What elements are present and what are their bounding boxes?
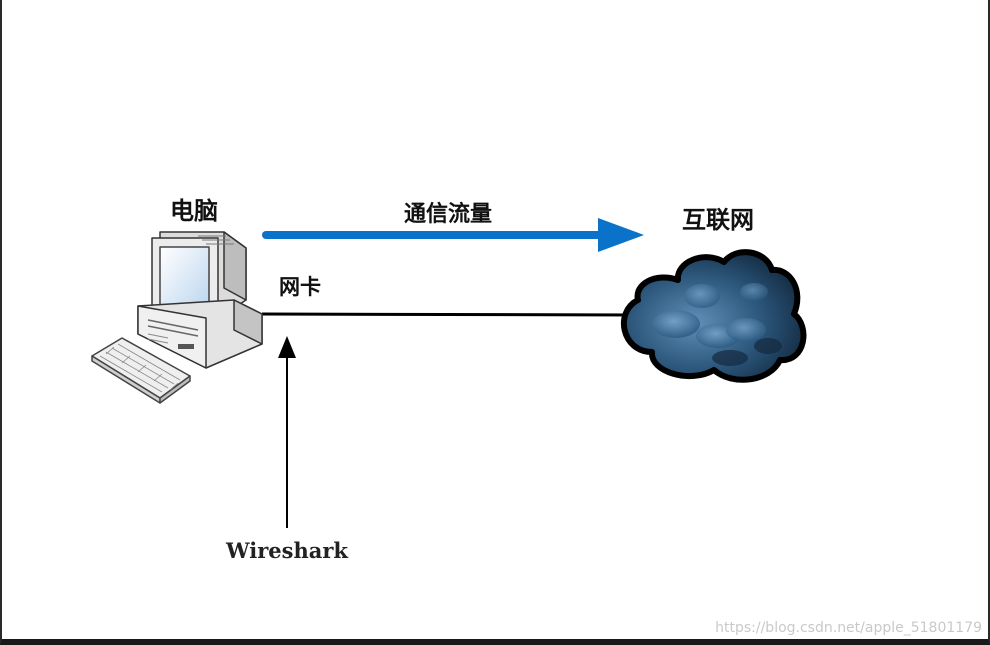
traffic-arrow xyxy=(262,218,644,252)
nic-label: 网卡 xyxy=(279,275,321,299)
internet-label: 互联网 xyxy=(682,206,754,234)
cloud-icon xyxy=(620,249,807,383)
traffic-label: 通信流量 xyxy=(404,201,492,227)
wireshark-arrow xyxy=(278,336,296,528)
computer-icon xyxy=(137,231,263,369)
network-cable-line xyxy=(261,312,643,317)
keyboard-icon xyxy=(91,337,191,404)
computer-label: 电脑 xyxy=(170,197,218,225)
wireshark-label: Wireshark xyxy=(225,538,348,563)
watermark-text: https://blog.csdn.net/apple_51801179 xyxy=(715,620,982,636)
